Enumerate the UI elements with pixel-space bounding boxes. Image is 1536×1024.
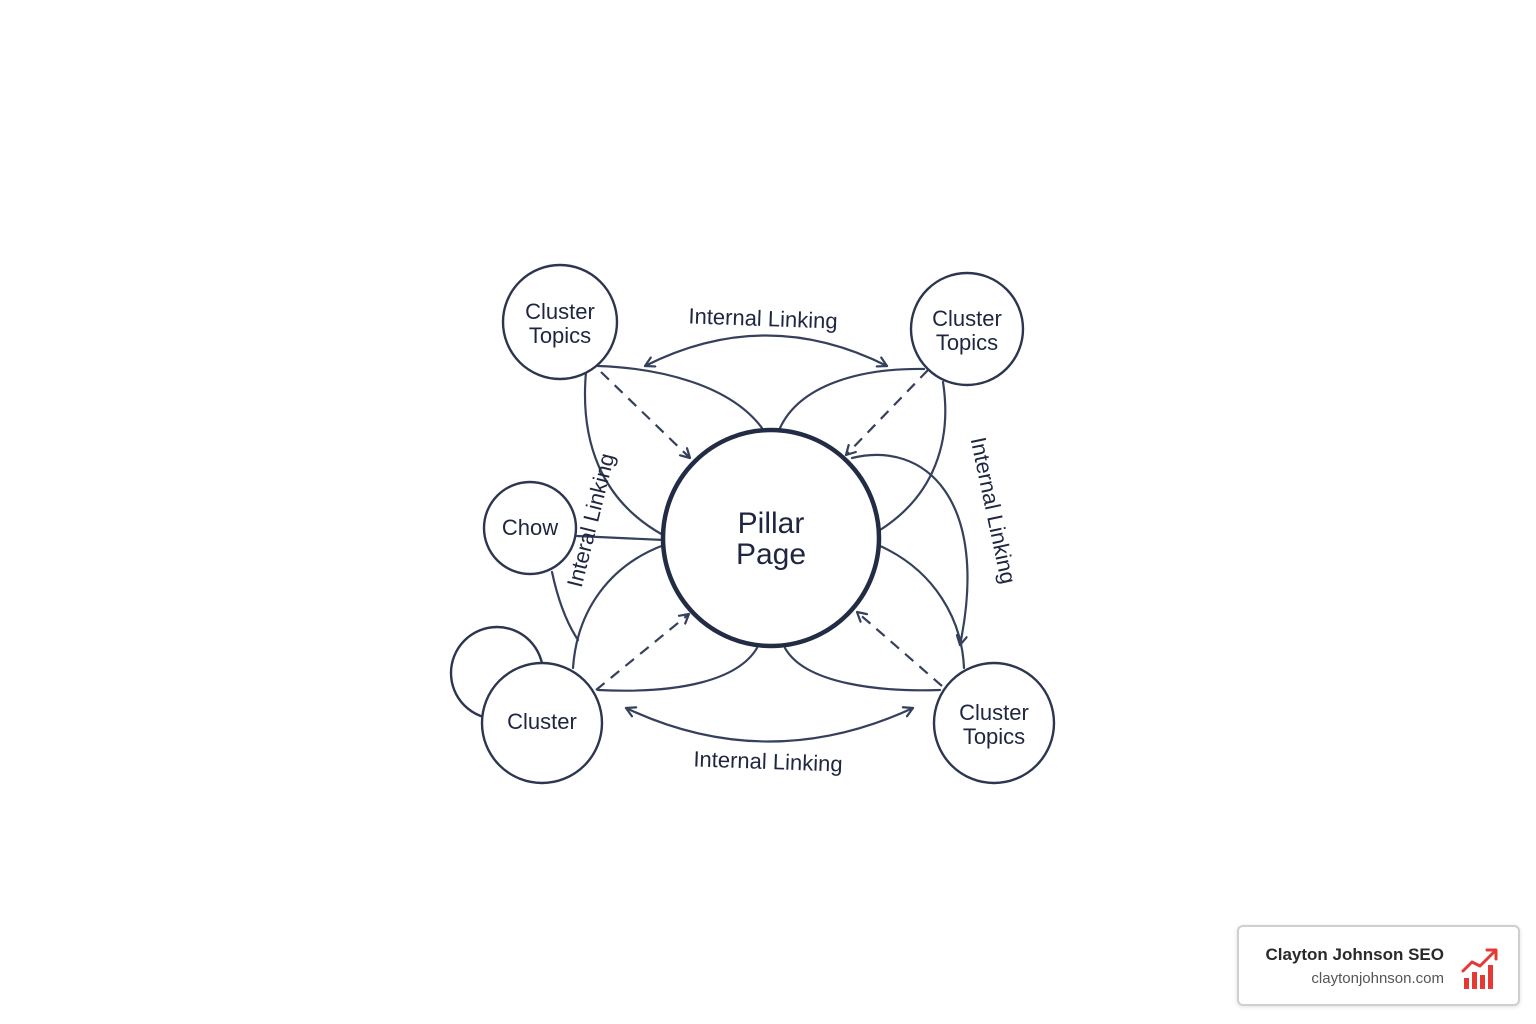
dashed-arrow-bottom-left [595, 614, 689, 691]
connector-top-right-curve [778, 367, 926, 430]
bar-chart-growth-icon [1461, 948, 1498, 989]
node-label: Topics [936, 330, 998, 355]
connector-right-outer-curve [850, 453, 969, 647]
node-label: Cluster [959, 700, 1029, 725]
edge-label-right: Internal Linking [966, 435, 1021, 586]
brand-name: Clayton Johnson SEO [1265, 945, 1444, 964]
connector-bottom-right-curve [783, 646, 942, 692]
connector-bottom-left-curve [596, 646, 759, 692]
node-label: Topics [529, 323, 591, 348]
cluster-node-bottom-right: Cluster Topics [932, 661, 1056, 785]
cluster-node-top-left: Cluster Topics [501, 263, 619, 381]
edge-label-top: Internal Linking [688, 303, 838, 333]
node-label: Cluster [932, 306, 1002, 331]
cluster-node-top-right: Cluster Topics [909, 271, 1025, 387]
node-label: Cluster [525, 299, 595, 324]
internal-linking-bottom-arrow [624, 708, 915, 743]
edge-label-bottom: Internal Linking [693, 746, 843, 776]
connector-left-lower-curve [571, 543, 666, 670]
pillar-page-node: Pillar Page [660, 427, 882, 649]
node-label: Chow [502, 515, 558, 540]
internal-linking-top-arrow [643, 334, 889, 367]
brand-watermark: Clayton Johnson SEO claytonjohnson.com [1237, 925, 1520, 1006]
pillar-label: Pillar [738, 507, 805, 540]
dashed-arrow-bottom-right [857, 612, 943, 687]
node-label: Cluster [507, 709, 577, 734]
node-label: Topics [963, 724, 1025, 749]
connector-left-upper-curve [583, 370, 665, 537]
connector-right-upper-curve [878, 380, 947, 532]
pillar-label: Page [736, 538, 806, 571]
connector-chow-down [550, 570, 580, 642]
cluster-node-bottom-left: Cluster [480, 661, 604, 785]
dashed-arrow-top-right [846, 369, 929, 455]
connector-top-left-curve [596, 364, 764, 430]
connector-right-lower-curve [876, 543, 966, 670]
brand-url: claytonjohnson.com [1311, 970, 1444, 987]
cluster-node-chow: Chow [482, 480, 578, 576]
dashed-arrow-top-left [600, 371, 690, 458]
connector-chow-pillar [575, 534, 666, 542]
